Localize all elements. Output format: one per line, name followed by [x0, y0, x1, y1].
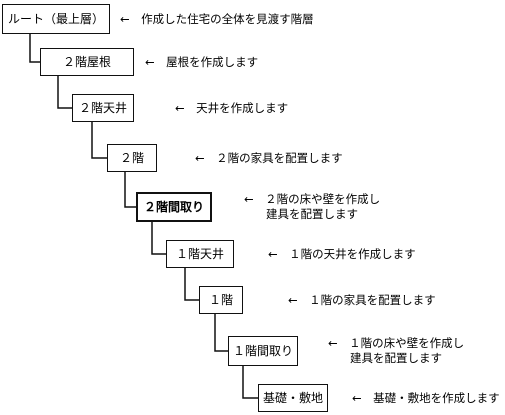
layer-label: １階間取り [232, 344, 293, 358]
layer-label: ２階天井 [78, 101, 127, 115]
connector-line [124, 172, 136, 208]
layer-description: ← 基礎・敷地を作成します [352, 390, 500, 405]
connector-line [57, 76, 72, 109]
layer-description: ← ２階の家具を配置します [195, 150, 343, 165]
layer-description: ← １階の天井を作成します [268, 246, 416, 261]
layer-description-line: ← ２階の床や壁を作成し [244, 192, 381, 206]
connector-line [91, 122, 107, 159]
layer-description-line: 建具を配置します [266, 207, 358, 221]
layer-label: ルート（最上層） [7, 12, 104, 26]
layer-description: ← 天井を作成します [175, 100, 289, 115]
connector-line [29, 34, 40, 63]
layer-node[interactable]: ２階天井 [72, 94, 134, 122]
layer-description-line: ← １階の床や壁を作成し [328, 336, 465, 350]
layer-description-line: 建具を配置します [350, 351, 442, 365]
layer-node[interactable]: ２階間取り [136, 192, 212, 222]
layer-node[interactable]: ２階 [107, 144, 157, 172]
layer-description: ← ２階の床や壁を作成し建具を配置します [244, 192, 380, 222]
connector-line [214, 314, 228, 352]
layer-label: ２階 [119, 151, 144, 165]
layer-label: １階 [208, 293, 233, 307]
layer-node[interactable]: ルート（最上層） [2, 4, 110, 34]
layer-node[interactable]: １階間取り [228, 336, 298, 366]
connector-line [151, 222, 166, 255]
layer-label: １階天井 [175, 247, 224, 261]
layer-label: ２階屋根 [62, 55, 111, 69]
layer-description: ← １階の床や壁を作成し建具を配置します [328, 336, 464, 366]
layer-description: ← 屋根を作成します [145, 54, 259, 69]
layer-description: ← 作成した住宅の全体を見渡す階層 [120, 11, 314, 26]
layer-node[interactable]: ２階屋根 [40, 48, 134, 76]
layer-label: ２階間取り [143, 200, 204, 214]
layer-node[interactable]: 基礎・敷地 [258, 384, 328, 412]
layer-label: 基礎・敷地 [262, 391, 323, 405]
layer-node[interactable]: １階天井 [166, 240, 234, 268]
layer-description: ← １階の家具を配置します [288, 292, 436, 307]
connector-line [242, 366, 258, 399]
connector-line [184, 268, 199, 301]
layer-node[interactable]: １階 [199, 286, 243, 314]
